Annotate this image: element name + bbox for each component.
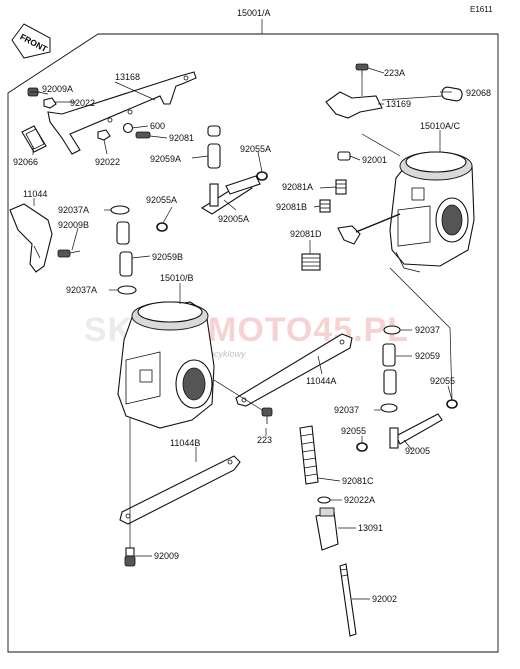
shaft-92002-drawing: [339, 563, 357, 637]
diagram-code: E1611: [470, 5, 493, 14]
nut-92022-lower-drawing: [97, 129, 111, 141]
tee-92005a-drawing: [200, 175, 261, 215]
oring-92055a-top-drawing: [256, 171, 268, 181]
label-92068: 92068: [466, 88, 491, 98]
label-13168: 13168: [115, 72, 140, 82]
label-92005a: 92005A: [218, 214, 249, 224]
carburetor-left-drawing: [117, 301, 215, 429]
label-92037a-mid: 92037A: [66, 285, 97, 295]
spring-92081c-drawing: [299, 425, 319, 485]
oring-92055a-mid-drawing: [156, 222, 168, 232]
label-13169: 13169: [386, 99, 411, 109]
label-92066: 92066: [13, 157, 38, 167]
label-92059: 92059: [415, 351, 440, 361]
label-11044a: 11044A: [306, 376, 336, 386]
label-92055-lower: 92055: [341, 426, 366, 436]
label-92081: 92081: [169, 133, 194, 143]
screw-223a-drawing: [355, 63, 369, 76]
hose-92059a-drawing: [207, 125, 221, 169]
oring-92055-drawing: [446, 399, 458, 409]
label-92081b: 92081B: [276, 202, 307, 212]
label-92055a-top: 92055A: [240, 144, 271, 154]
guide-lines: [129, 76, 453, 548]
part-labels: 92009A 13168 92022 600 92081 92066 92022…: [13, 68, 491, 604]
fitting-92037a-mid-drawing: [117, 285, 137, 295]
fitting-92037-lower-drawing: [380, 403, 398, 413]
holder-13091-drawing: [315, 507, 339, 551]
clip-92066-drawing: [21, 125, 47, 153]
label-223: 223: [257, 435, 272, 445]
nut-92022-drawing: [43, 97, 57, 109]
label-15010-b: 15010/B: [160, 273, 194, 283]
spring-92081b-drawing: [319, 199, 331, 213]
label-92059a: 92059A: [150, 154, 181, 164]
label-11044: 11044: [23, 189, 47, 199]
washer-92022a-drawing: [317, 496, 331, 504]
label-92009a: 92009A: [42, 84, 73, 94]
hose-92059-drawing: [382, 343, 397, 395]
bracket-11044b-drawing: [119, 455, 241, 525]
spring-92081d-drawing: [301, 253, 321, 271]
label-92059b: 92059B: [152, 252, 183, 262]
watermark-right: MOTO45.PL: [208, 311, 409, 349]
label-92037: 92037: [415, 325, 440, 335]
label-92081a: 92081A: [282, 182, 313, 192]
fitting-92037a-drawing: [110, 205, 130, 215]
label-92022-lower: 92022: [95, 157, 120, 167]
assembly-frame: [7, 33, 499, 653]
label-15010a-c: 15010A/C: [420, 121, 461, 131]
cap-600-drawing: [122, 122, 134, 134]
label-92022a: 92022A: [344, 495, 375, 505]
label-92081d: 92081D: [290, 229, 322, 239]
label-92037a-top: 92037A: [58, 205, 89, 215]
label-11044b: 11044B: [170, 438, 200, 448]
lever-13169-drawing: [325, 91, 383, 119]
label-13091: 13091: [358, 523, 383, 533]
front-arrow-icon: FRONT: [11, 23, 51, 59]
label-92022: 92022: [70, 98, 95, 108]
label-92009b: 92009B: [58, 220, 89, 230]
bolt-92009b-drawing: [57, 249, 81, 258]
carburetor-right-drawing: [389, 151, 475, 273]
bracket-13168-drawing: [47, 71, 197, 155]
label-92002: 92002: [372, 594, 397, 604]
label-92055: 92055: [430, 376, 455, 386]
label-223a: 223A: [384, 68, 405, 78]
callout-leaders: [30, 67, 453, 600]
fitting-92037-drawing: [383, 325, 401, 335]
tee-92005-drawing: [389, 413, 443, 449]
spring-92081a-drawing: [335, 179, 347, 195]
screw-223-drawing: [261, 407, 273, 424]
label-92009: 92009: [154, 551, 179, 561]
hose-92059b-drawing: [116, 221, 133, 277]
label-600: 600: [150, 121, 165, 131]
hose-92068-drawing: [441, 86, 463, 102]
bracket-11044-drawing: [9, 203, 53, 273]
label-92005: 92005: [405, 446, 430, 456]
throttle-link-drawing: [337, 213, 401, 245]
label-92037-lower: 92037: [334, 405, 359, 415]
bolt-92009-drawing: [124, 547, 136, 567]
label-92055a-mid: 92055A: [146, 195, 177, 205]
label-92081c: 92081C: [342, 476, 374, 486]
bolt-92081-drawing: [135, 131, 151, 139]
assembly-number: 15001/A: [237, 8, 271, 18]
oring-92055-lower-drawing: [356, 442, 368, 452]
screw-92001-drawing: [337, 151, 351, 161]
label-92001: 92001: [362, 155, 387, 165]
